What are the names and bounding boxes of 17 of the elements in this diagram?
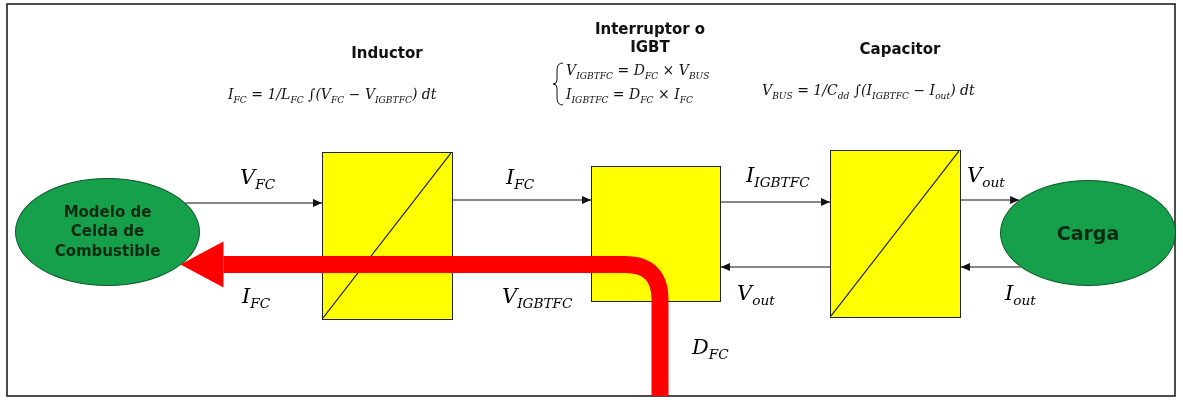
block-title: Capacitor [858, 40, 942, 58]
thick-arrow [180, 241, 669, 396]
equation: I$_{FC}$ = 1/L$_{FC}$ ∫(V$_{FC}$ − V$_{IGBT}$$_{FC}$) dt [228, 86, 437, 105]
arrow [960, 262, 1022, 272]
block-title: Inductor [350, 44, 424, 62]
block-title: Interruptor o IGBT [593, 20, 707, 56]
arrow [720, 197, 831, 207]
arrow [452, 195, 592, 205]
node-label: Modelo de Celda de Combustible [53, 202, 162, 262]
arrow [960, 195, 1020, 205]
arrow [184, 198, 323, 208]
arrow [720, 262, 831, 272]
equation: V$_{IGBT}$$_{FC}$ = D$_{FC}$ × V$_{BUS}$ [566, 62, 710, 81]
equation: V$_{BUS}$ = 1/C$_{dd}$ ∫(I$_{IGBT}$$_{FC}$ − I$_{out}$) dt [762, 82, 975, 101]
equation: I$_{IGBT}$$_{FC}$ = D$_{FC}$ × I$_{FC}$ [566, 86, 693, 105]
node-label: Carga [1055, 220, 1121, 246]
converter-block [591, 166, 721, 302]
